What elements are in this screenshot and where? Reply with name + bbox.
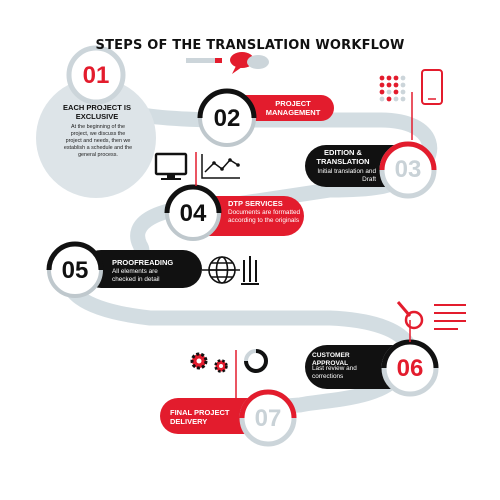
step-01-bg: [36, 78, 156, 198]
bar-lines-icon: [241, 256, 259, 285]
step-04-text: Documents are formatted according to the…: [228, 209, 301, 224]
step-05-title: PROOFREADING: [112, 258, 174, 267]
magnifier-icon: [396, 301, 424, 330]
step-06-number: 06: [396, 355, 424, 382]
step-04-title: DTP SERVICES: [228, 199, 283, 208]
step-06-text: Last review and corrections: [312, 365, 357, 380]
step-03-title: EDITION & TRANSLATION: [316, 148, 370, 166]
globe-icon: [208, 256, 236, 284]
step-01-text: At the beginning of the project, we disc…: [63, 124, 133, 158]
step-01-title: EACH PROJECT IS EXCLUSIVE: [63, 103, 131, 121]
step-05-number: 05: [61, 257, 89, 284]
page-title: STEPS OF THE TRANSLATION WORKFLOW: [95, 38, 405, 53]
text-lines-icon: [434, 304, 466, 330]
step-05-text: All elements are checked in detail: [112, 268, 160, 283]
step-03-text: Initial translation and Draft: [317, 168, 376, 183]
speech-bubbles-icon: [230, 52, 269, 74]
line-chart-icon: [201, 154, 240, 179]
step-06-title: CUSTOMER APPROVAL: [312, 352, 350, 367]
step-01-number: 01: [82, 62, 110, 89]
pen-icon: [186, 58, 222, 63]
step-07-number: 07: [254, 405, 282, 432]
progress-ring-icon: [244, 349, 268, 373]
step-02-number: 02: [213, 105, 241, 132]
step-07-title: FINAL PROJECT DELIVERY: [170, 408, 230, 426]
step-02-title: PROJECT MANAGEMENT: [265, 99, 321, 117]
gears-icon: [190, 352, 228, 373]
monitor-icon: [154, 152, 188, 180]
step-03-number: 03: [394, 156, 422, 183]
step-01-ring: [66, 45, 126, 105]
smartphone-icon: [421, 69, 443, 105]
step-04-number: 04: [179, 200, 207, 227]
dots-grid-icon: [379, 75, 406, 102]
step-05-pill: [82, 250, 202, 288]
